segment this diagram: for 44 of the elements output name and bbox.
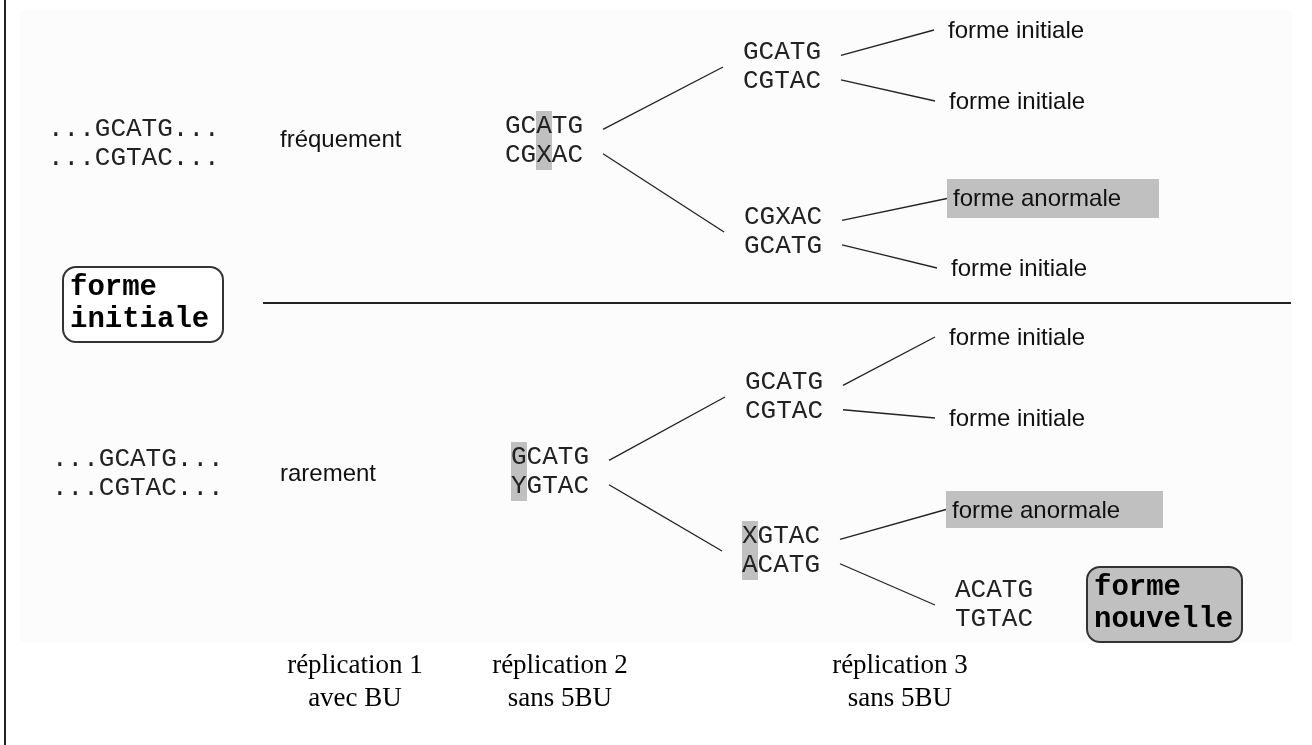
dna-strand: GCATG xyxy=(505,112,583,141)
frequency-label: fréquement xyxy=(280,124,403,154)
outcome-label: forme anormale xyxy=(947,179,1159,218)
connector-line xyxy=(608,396,726,462)
step-caption: réplication 3 sans 5BU xyxy=(831,648,969,714)
step-caption: réplication 1 avec BU xyxy=(286,648,424,714)
outcome-label: forme initiale xyxy=(934,15,1124,45)
dna-strand: YGTAC xyxy=(511,472,589,501)
dna-strand: CGTAC xyxy=(745,397,823,426)
connector-line xyxy=(602,66,724,131)
outcome-label: forme initiale xyxy=(935,403,1125,433)
dna-strand: ACATG xyxy=(955,576,1033,605)
dna-strand: CGTAC xyxy=(743,67,821,96)
connector-line xyxy=(839,508,947,541)
dna-sequence-label: ...CGTAC... xyxy=(52,474,225,503)
dna-strand: GCATG xyxy=(743,38,821,67)
dna-strand: TGTAC xyxy=(955,605,1033,634)
outcome-label: forme initiale xyxy=(935,86,1125,116)
frequency-label: rarement xyxy=(280,458,378,488)
dna-strand: GCATG xyxy=(744,232,822,261)
connector-line xyxy=(840,29,935,57)
dna-strand: XGTAC xyxy=(742,522,820,551)
connector-line xyxy=(839,563,936,606)
connector-line xyxy=(602,153,725,233)
dna-sequence-label: ...GCATG... xyxy=(52,445,225,474)
connector-line xyxy=(842,336,936,387)
step-caption: réplication 2 sans 5BU xyxy=(491,648,629,714)
outcome-label: forme initiale xyxy=(935,322,1125,352)
connector-line xyxy=(841,244,938,269)
connector-line xyxy=(608,484,723,552)
dna-strand: CGXAC xyxy=(505,141,583,170)
dna-strand: GCATG xyxy=(745,368,823,397)
state-box: forme nouvelle xyxy=(1086,566,1243,643)
dna-strand: ACATG xyxy=(742,551,820,580)
dna-sequence-label: ...CGTAC... xyxy=(48,144,221,173)
outcome-label: forme initiale xyxy=(937,253,1127,283)
outcome-label: forme anormale xyxy=(946,491,1163,528)
dna-strand: CGXAC xyxy=(744,203,822,232)
connector-line xyxy=(841,197,948,222)
connector-line xyxy=(840,79,936,102)
dna-sequence-label: ...GCATG... xyxy=(48,115,221,144)
state-box: forme initiale xyxy=(62,266,224,343)
dna-strand: GCATG xyxy=(511,443,589,472)
connector-line xyxy=(842,409,936,419)
